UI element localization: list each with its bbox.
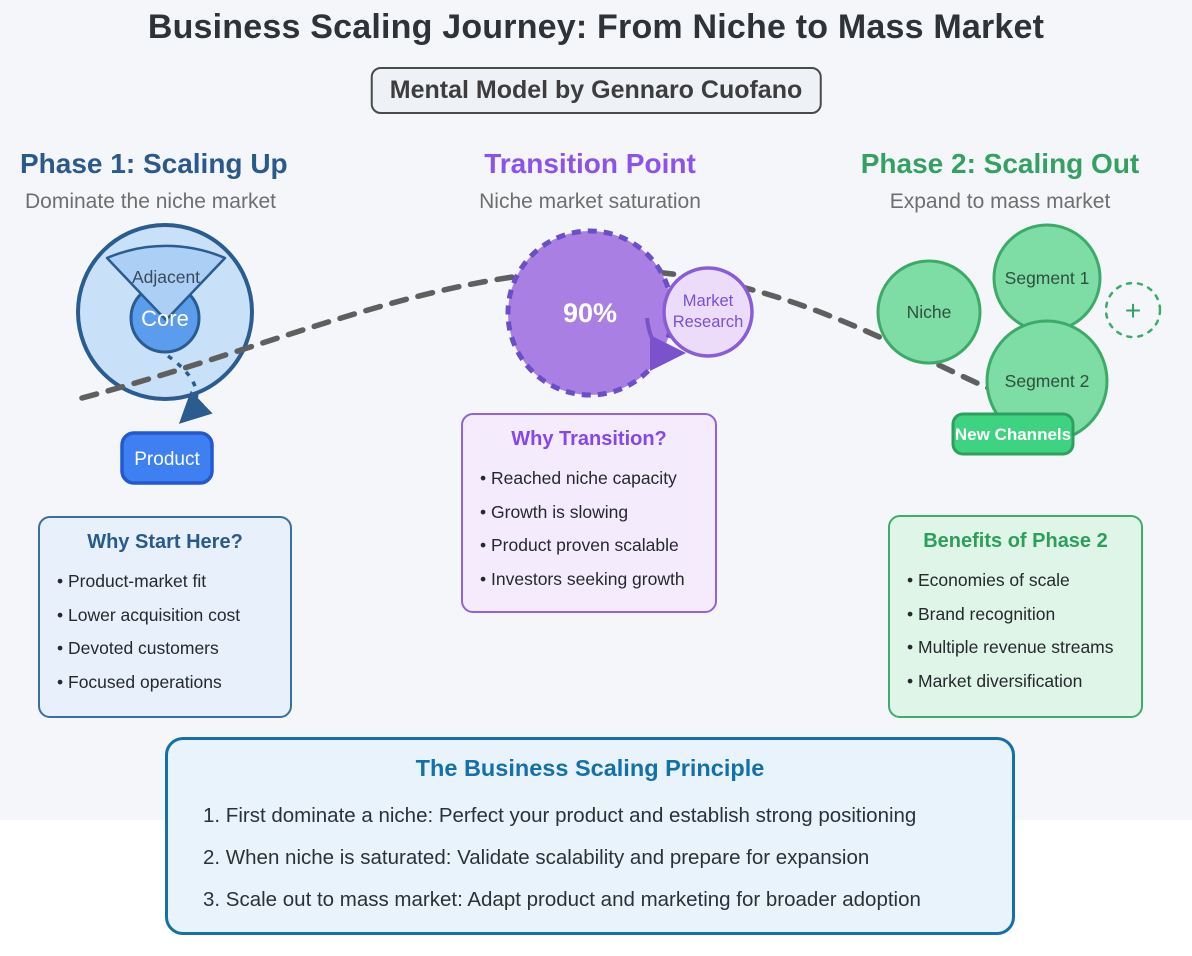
- phase2-heading: Phase 2: Scaling Out: [860, 148, 1140, 179]
- market-research-label-line1: Market: [683, 292, 734, 310]
- benefits-phase2-title: Benefits of Phase 2: [923, 530, 1108, 552]
- principle-item: 2. When niche is saturated: Validate sca…: [203, 846, 870, 869]
- why-transition-panel: Why Transition? Reached niche capacity G…: [461, 413, 717, 613]
- principle-items: 1. First dominate a niche: Perfect your …: [203, 795, 1012, 921]
- why-start-here-title: Why Start Here?: [87, 531, 243, 553]
- niche-circle: [876, 259, 982, 365]
- plus-icon: +: [1125, 295, 1141, 326]
- list-item: Market diversification: [907, 665, 1141, 699]
- adjacent-wedge: [105, 244, 227, 322]
- list-item: Brand recognition: [907, 598, 1141, 632]
- new-channels-node: [951, 412, 1075, 456]
- list-item: Product proven scalable: [480, 529, 715, 563]
- market-research-label-line2: Research: [673, 313, 744, 331]
- niche-label: Niche: [907, 302, 952, 322]
- list-item: Reached niche capacity: [480, 462, 715, 496]
- phase1-heading: Phase 1: Scaling Up: [20, 148, 288, 179]
- saturation-label: 90%: [563, 298, 617, 328]
- list-item: Multiple revenue streams: [907, 631, 1141, 665]
- future-segment-circle: [1104, 281, 1162, 339]
- list-item: Growth is slowing: [480, 496, 715, 530]
- transition-subheading: Niche market saturation: [479, 190, 701, 213]
- why-transition-list: Reached niche capacity Growth is slowing…: [463, 462, 715, 596]
- why-start-here-list: Product-market fit Lower acquisition cos…: [40, 565, 290, 699]
- page-title: Business Scaling Journey: From Niche to …: [147, 8, 1045, 46]
- author-badge: Mental Model by Gennaro Cuofano: [370, 67, 822, 114]
- why-start-here-panel: Why Start Here? Product-market fit Lower…: [38, 516, 292, 718]
- core-label: Core: [141, 306, 189, 331]
- principle-title: The Business Scaling Principle: [415, 755, 765, 781]
- product-node: [120, 431, 214, 485]
- benefits-phase2-panel: Benefits of Phase 2 Economies of scale B…: [888, 515, 1143, 718]
- segment1-label: Segment 1: [1005, 268, 1090, 288]
- phase1-subheading: Dominate the niche market: [25, 190, 276, 213]
- principle-panel: The Business Scaling Principle 1. First …: [165, 737, 1015, 935]
- principle-item: 3. Scale out to mass market: Adapt produ…: [203, 888, 921, 911]
- product-label: Product: [134, 449, 200, 470]
- adjacent-label: Adjacent: [132, 267, 200, 287]
- new-channels-label: New Channels: [955, 425, 1071, 444]
- list-item: Devoted customers: [57, 632, 290, 666]
- transition-heading: Transition Point: [484, 148, 696, 179]
- why-transition-title: Why Transition?: [511, 428, 667, 450]
- phase2-subheading: Expand to mass market: [889, 190, 1111, 213]
- market-research-circle: [662, 266, 754, 358]
- segment2-label: Segment 2: [1005, 371, 1090, 391]
- principle-item: 1. First dominate a niche: Perfect your …: [203, 804, 917, 827]
- list-item: Product-market fit: [57, 565, 290, 599]
- research-arrow: [645, 317, 686, 371]
- benefits-phase2-list: Economies of scale Brand recognition Mul…: [890, 564, 1141, 698]
- list-item: Economies of scale: [907, 564, 1141, 598]
- list-item: Lower acquisition cost: [57, 599, 290, 633]
- list-item: Focused operations: [57, 666, 290, 700]
- list-item: Investors seeking growth: [480, 563, 715, 597]
